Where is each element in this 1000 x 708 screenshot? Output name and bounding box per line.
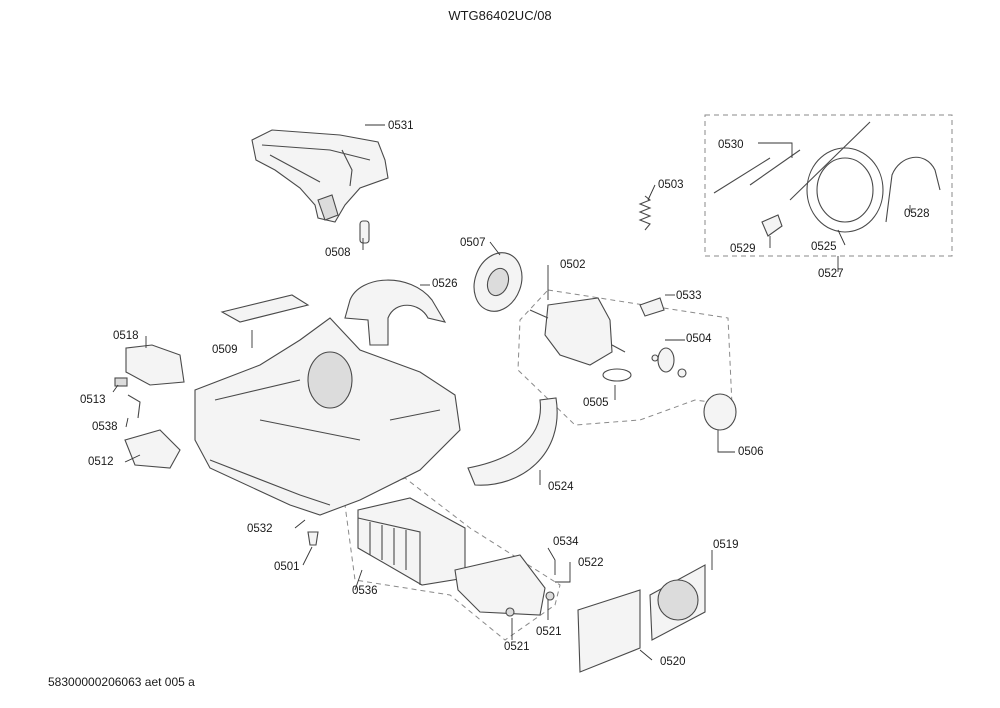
electronic-module-part bbox=[125, 344, 185, 386]
connector-part bbox=[114, 377, 128, 387]
label-0524: 0524 bbox=[548, 481, 574, 493]
heat-exchanger-part bbox=[357, 497, 466, 586]
label-0507: 0507 bbox=[460, 237, 486, 249]
drain-hose-part bbox=[789, 121, 884, 233]
curved-seal-part bbox=[467, 397, 558, 486]
label-0527: 0527 bbox=[818, 268, 844, 280]
motor-part bbox=[529, 297, 626, 366]
hose-adapter-part bbox=[761, 214, 783, 237]
label-0526: 0526 bbox=[432, 278, 458, 290]
label-0533: 0533 bbox=[676, 290, 702, 302]
leader-lines bbox=[112, 124, 911, 661]
label-0532: 0532 bbox=[247, 523, 273, 535]
cover-panel-part bbox=[577, 589, 641, 673]
label-0519: 0519 bbox=[713, 539, 739, 551]
label-0512: 0512 bbox=[88, 456, 114, 468]
label-0505: 0505 bbox=[583, 397, 609, 409]
lint-filter-part bbox=[454, 554, 546, 616]
part-labels: 0531 0508 0503 0530 0528 0529 0525 0527 … bbox=[80, 120, 930, 668]
label-0513: 0513 bbox=[80, 394, 106, 406]
label-0525: 0525 bbox=[811, 241, 837, 253]
label-0503: 0503 bbox=[658, 179, 684, 191]
small-bracket-part bbox=[639, 297, 665, 317]
label-0521-left: 0521 bbox=[504, 641, 530, 653]
base-frame-part bbox=[194, 317, 461, 516]
tube-part bbox=[127, 394, 141, 419]
label-0522: 0522 bbox=[578, 557, 604, 569]
label-0518: 0518 bbox=[113, 330, 139, 342]
diagram-title: WTG86402UC/08 bbox=[448, 8, 552, 23]
label-0506: 0506 bbox=[738, 446, 764, 458]
pump-part bbox=[124, 429, 181, 469]
label-0534: 0534 bbox=[553, 536, 579, 548]
label-0520: 0520 bbox=[660, 656, 686, 668]
label-0530: 0530 bbox=[718, 139, 744, 151]
label-0529: 0529 bbox=[730, 243, 756, 255]
label-0536: 0536 bbox=[352, 585, 378, 597]
label-0504: 0504 bbox=[686, 333, 712, 345]
flat-cover-part bbox=[220, 294, 310, 323]
label-0538: 0538 bbox=[92, 421, 118, 433]
screw-part bbox=[307, 531, 319, 546]
fan-housing-cover-part bbox=[344, 279, 447, 346]
clip-part-left bbox=[505, 607, 515, 617]
grill-cover-part bbox=[649, 564, 706, 641]
spring-part bbox=[638, 195, 652, 231]
hose-bracket-part bbox=[885, 156, 941, 223]
drive-belt-part bbox=[602, 368, 632, 382]
top-frame-part bbox=[251, 129, 389, 223]
roller-part bbox=[703, 393, 737, 431]
motor-group-box bbox=[517, 289, 733, 426]
fan-wheel-part bbox=[473, 252, 523, 312]
label-0531: 0531 bbox=[388, 120, 414, 132]
pin-part bbox=[359, 220, 370, 244]
clip-part-right bbox=[545, 591, 555, 601]
heat-exchanger-group-box bbox=[344, 477, 561, 641]
cable-ties-part bbox=[713, 149, 801, 194]
label-0509: 0509 bbox=[212, 344, 238, 356]
label-0502: 0502 bbox=[560, 259, 586, 271]
label-0508: 0508 bbox=[325, 247, 351, 259]
drawing-reference-code: 58300000206063 aet 005 a bbox=[48, 675, 195, 689]
pulley-part bbox=[651, 347, 687, 378]
label-0501: 0501 bbox=[274, 561, 300, 573]
hose-kit-group-box bbox=[704, 114, 953, 257]
label-0528: 0528 bbox=[904, 208, 930, 220]
label-0521-right: 0521 bbox=[536, 626, 562, 638]
